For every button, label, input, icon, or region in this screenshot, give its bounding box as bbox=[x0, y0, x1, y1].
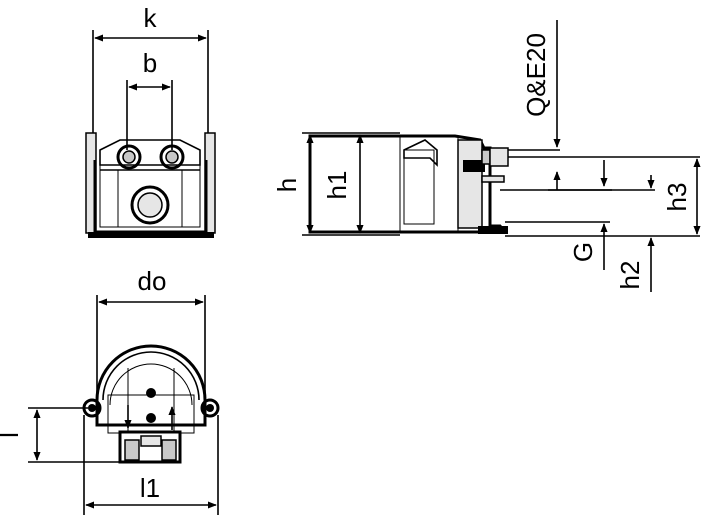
label-q-e20: Q&E20 bbox=[521, 33, 551, 117]
label-k: k bbox=[144, 3, 158, 33]
side-view bbox=[302, 20, 701, 292]
label-l: l bbox=[0, 432, 24, 438]
label-h: h bbox=[272, 178, 302, 192]
top-view bbox=[28, 295, 220, 515]
label-g: G bbox=[568, 242, 598, 262]
label-h3: h3 bbox=[662, 183, 692, 212]
label-h2: h2 bbox=[615, 261, 645, 290]
label-do: do bbox=[138, 266, 167, 296]
label-h1: h1 bbox=[322, 171, 352, 200]
label-b: b bbox=[143, 48, 157, 78]
label-l1: l1 bbox=[140, 473, 160, 503]
front-view bbox=[85, 30, 216, 238]
